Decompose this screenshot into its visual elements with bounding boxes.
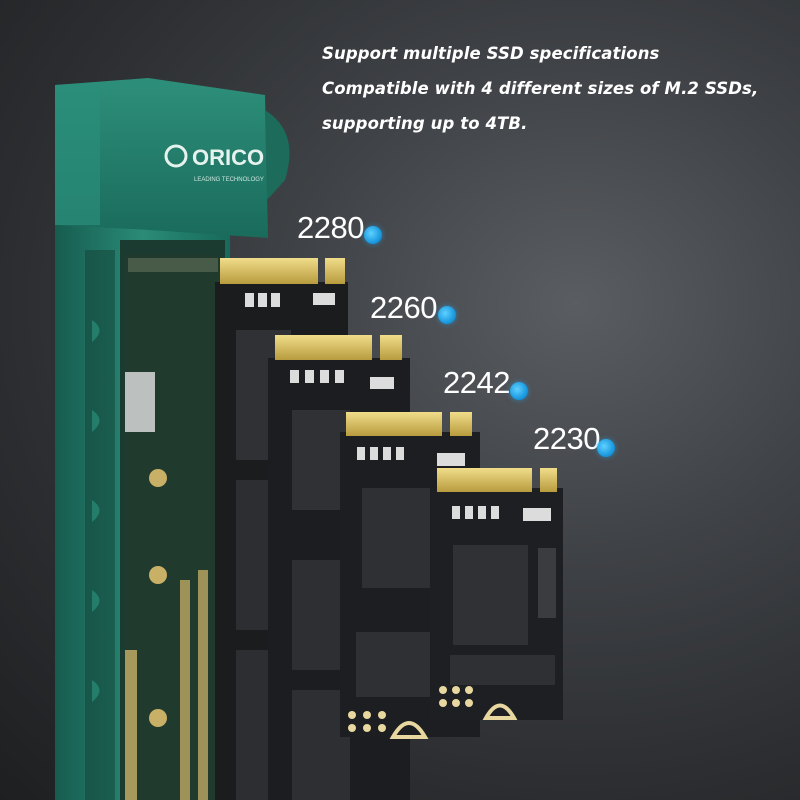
size-dot-2230: [597, 439, 615, 457]
size-label-2280: 2280: [297, 210, 364, 245]
logo-text: ORICO: [192, 145, 264, 170]
size-label-2242: 2242: [443, 365, 510, 400]
logo-subtext: LEADING TECHNOLOGY: [194, 177, 264, 183]
orico-logo: ORICO LEADING TECHNOLOGY: [164, 144, 264, 183]
headline: Support multiple SSD specifications Comp…: [322, 36, 792, 141]
size-dot-2242: [510, 382, 528, 400]
size-dot-2280: [364, 226, 382, 244]
size-label-2260: 2260: [370, 290, 437, 325]
ssd-card-2230: [430, 468, 563, 720]
size-label-2230: 2230: [533, 421, 600, 456]
headline-line-1: Support multiple SSD specifications: [322, 44, 660, 63]
ssd-enclosure: [55, 78, 290, 800]
headline-line-2: Compatible with 4 different sizes of M.2…: [322, 79, 759, 98]
size-dot-2260: [438, 306, 456, 324]
headline-line-3: supporting up to 4TB.: [322, 114, 528, 133]
